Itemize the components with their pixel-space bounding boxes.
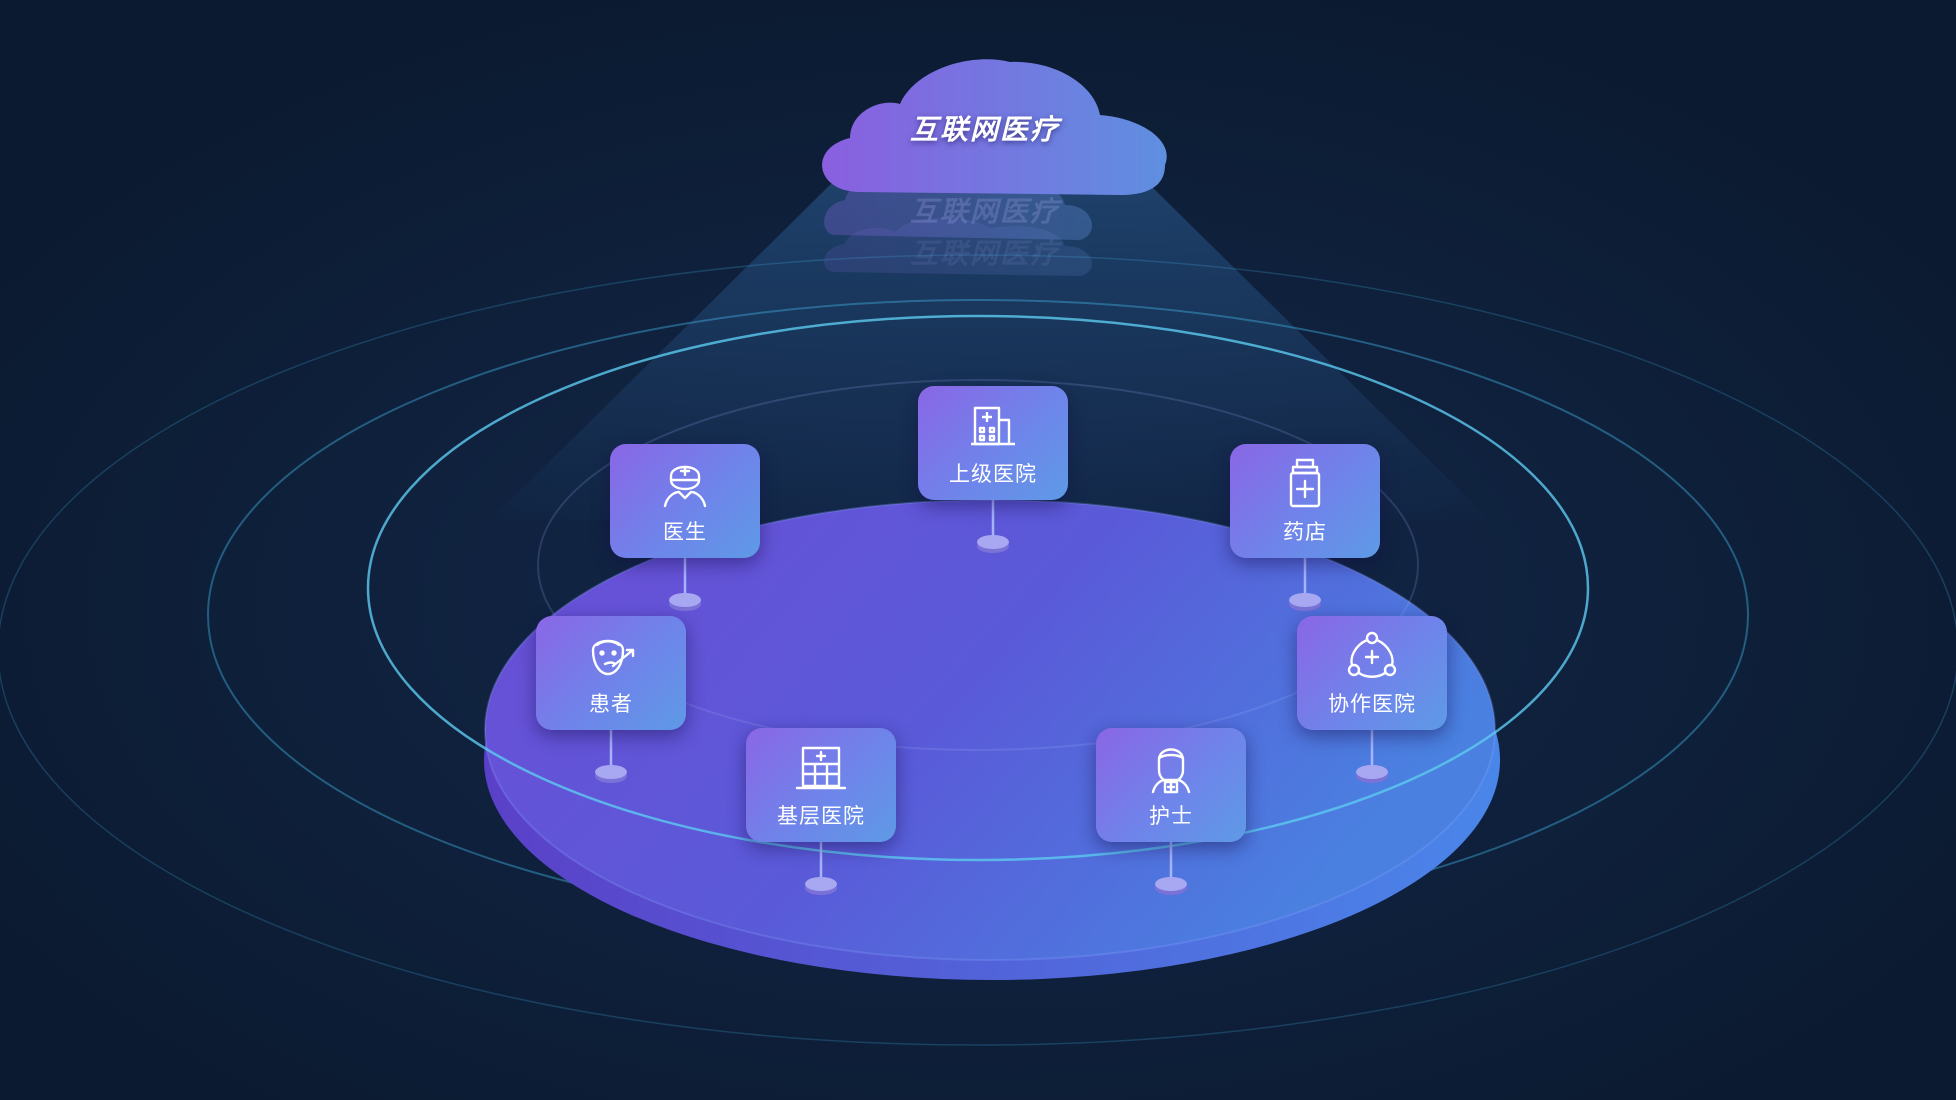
cloud-reflection-2 <box>824 217 1092 276</box>
node-label: 护士 <box>1149 804 1193 828</box>
platform <box>484 379 1500 980</box>
clinic-icon <box>795 746 847 790</box>
node-label: 协作医院 <box>1328 692 1416 716</box>
node-label: 药店 <box>1283 520 1327 544</box>
node-doctor: 医生 <box>610 444 760 558</box>
node-pedestal <box>595 765 627 779</box>
orbit-ring-inner <box>366 314 1590 862</box>
hospital-building-icon <box>971 406 1015 446</box>
network-icon <box>1347 631 1397 678</box>
node-label: 基层医院 <box>777 804 865 828</box>
platform-inner-ring <box>537 379 1419 751</box>
patient-icon <box>591 639 635 676</box>
node-pedestal <box>669 593 701 607</box>
node-pedestal <box>1289 593 1321 607</box>
node-nurse: 护士 <box>1096 728 1246 842</box>
cloud-icon <box>822 59 1167 196</box>
node-pedestal <box>1356 765 1388 779</box>
platform-rim <box>484 499 1496 961</box>
cloud-title-reflection: 互联网医疗 <box>909 195 1060 228</box>
node-label: 上级医院 <box>949 462 1037 486</box>
node-stems <box>595 500 1388 895</box>
nurse-icon <box>1151 748 1191 794</box>
cloud-title: 互联网医疗 <box>909 113 1060 146</box>
doctor-icon <box>663 465 707 508</box>
platform-top <box>485 500 1495 960</box>
light-beam <box>490 180 1490 520</box>
cloud-title-reflection-faint: 互联网医疗 <box>909 237 1060 270</box>
node-superior-hospital: 上级医院 <box>918 386 1068 500</box>
medicine-bottle-icon <box>1289 458 1321 508</box>
node-partner-hospital: 协作医院 <box>1297 616 1447 730</box>
node-primary-hospital: 基层医院 <box>746 728 896 842</box>
node-pedestal <box>977 535 1009 549</box>
node-pharmacy: 药店 <box>1230 444 1380 558</box>
node-label: 患者 <box>589 692 633 716</box>
node-pedestal <box>1155 877 1187 891</box>
node-label: 医生 <box>663 520 707 544</box>
node-patient: 患者 <box>536 616 686 730</box>
node-pedestal <box>805 877 837 891</box>
